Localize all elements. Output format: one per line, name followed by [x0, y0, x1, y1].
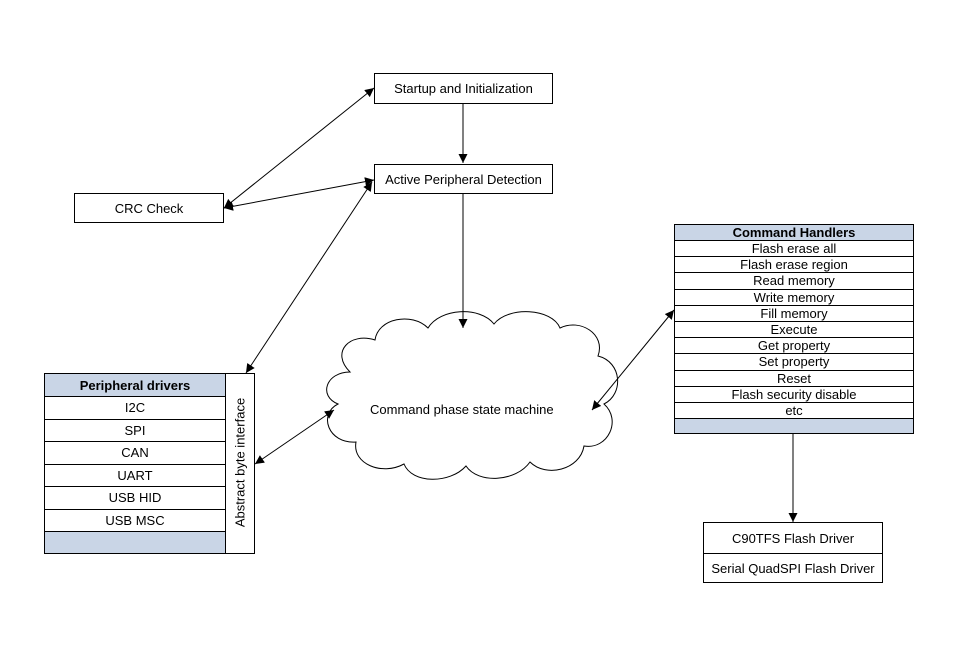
peripheral-item: UART [45, 465, 225, 487]
state-machine-label: Command phase state machine [370, 402, 554, 417]
command-item: Write memory [675, 290, 913, 306]
detection-label: Active Peripheral Detection [385, 171, 542, 187]
command-item: Get property [675, 338, 913, 355]
arrow-crc-startup [223, 87, 375, 209]
state-machine-cloud [326, 311, 619, 480]
command-item: Flash erase all [675, 241, 913, 258]
command-item: Flash erase region [675, 257, 913, 274]
command-item: Read memory [675, 273, 913, 290]
startup-box: Startup and Initialization [374, 73, 553, 104]
command-item: Set property [675, 354, 913, 371]
detection-box: Active Peripheral Detection [374, 164, 553, 194]
startup-label: Startup and Initialization [394, 81, 533, 96]
peripheral-drivers-table: Peripheral drivers I2C SPI CAN UART USB … [44, 373, 226, 554]
crc-label: CRC Check [114, 200, 184, 216]
command-item: Execute [675, 322, 913, 339]
command-handlers-header: Command Handlers [675, 225, 913, 241]
flash-driver-item: Serial QuadSPI Flash Driver [711, 560, 875, 576]
peripheral-item: I2C [45, 397, 225, 420]
arrow-detection-peripherals [245, 181, 373, 374]
arrow-crc-detection [223, 177, 375, 211]
peripheral-item: USB MSC [45, 510, 225, 532]
peripheral-drivers-header: Peripheral drivers [45, 374, 225, 397]
crc-box: CRC Check [74, 193, 224, 223]
peripheral-drivers-footer [45, 532, 225, 553]
command-item: Flash security disable [675, 387, 913, 403]
abstract-interface-label: Abstract byte interface [232, 397, 248, 528]
flash-drivers-box: C90TFS Flash Driver Serial QuadSPI Flash… [703, 522, 883, 583]
command-item: etc [675, 403, 913, 420]
peripheral-item: SPI [45, 420, 225, 442]
command-item: Reset [675, 371, 913, 387]
command-handlers-footer [675, 419, 913, 434]
abstract-interface-box [225, 373, 255, 554]
command-item: Fill memory [675, 306, 913, 322]
arrow-cloud-handlers [591, 309, 675, 411]
peripheral-item: CAN [45, 442, 225, 465]
peripheral-item: USB HID [45, 487, 225, 510]
arrow-interface-cloud [254, 409, 335, 465]
command-handlers-table: Command Handlers Flash erase all Flash e… [674, 224, 914, 434]
flash-driver-item: C90TFS Flash Driver [704, 523, 882, 554]
